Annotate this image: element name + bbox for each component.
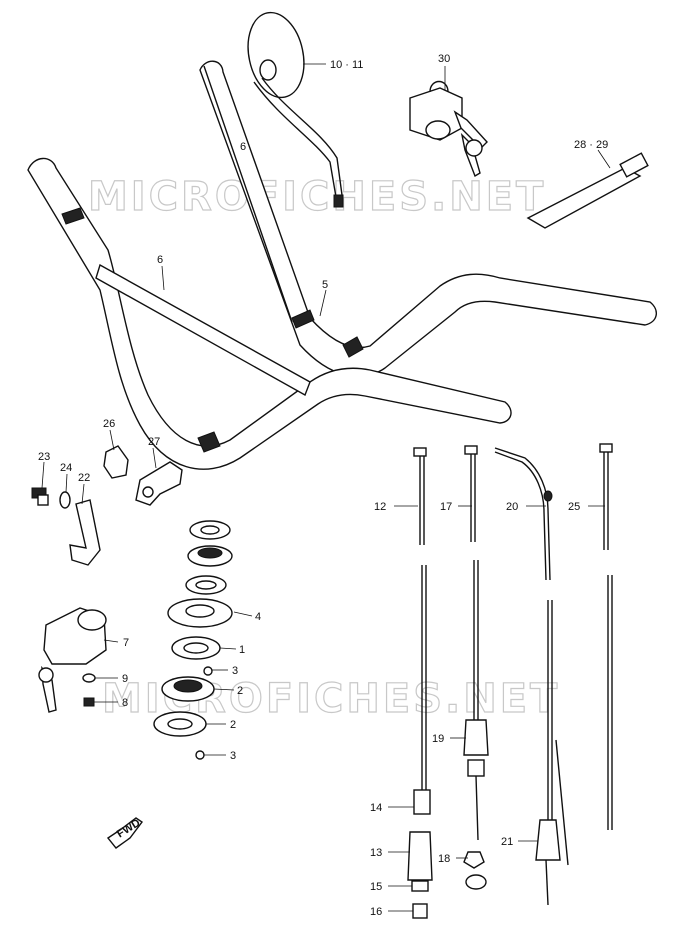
label-3b: 3 — [230, 750, 236, 762]
watermark-top: MICROFICHES.NET — [88, 174, 546, 220]
label-3a: 3 — [232, 665, 238, 677]
label-7: 7 — [123, 637, 129, 649]
tie-strap — [526, 152, 649, 229]
label-10-11: 10 · 11 — [330, 59, 363, 71]
label-19: 19 — [432, 733, 444, 745]
ignition-switch — [38, 607, 107, 713]
label-16: 16 — [370, 906, 382, 918]
lock-30 — [409, 80, 488, 178]
leader-lines — [41, 63, 611, 912]
bearing-stack — [153, 520, 233, 760]
label-24: 24 — [60, 462, 72, 474]
cables-lower — [407, 560, 613, 919]
label-13: 13 — [370, 847, 382, 859]
label-2a: 2 — [237, 685, 243, 697]
label-30: 30 — [438, 53, 450, 65]
handlebar-lower — [27, 157, 512, 470]
label-8: 8 — [122, 697, 128, 709]
label-26: 26 — [103, 418, 115, 430]
label-6: 6 — [157, 254, 163, 266]
label-20: 20 — [506, 501, 518, 513]
label-2b: 2 — [230, 719, 236, 731]
label-25: 25 — [568, 501, 580, 513]
label-14: 14 — [370, 802, 382, 814]
label-28-29: 28 · 29 — [574, 139, 608, 151]
label-27: 27 — [148, 436, 160, 448]
label-5: 5 — [322, 279, 328, 291]
fwd-arrow: FWD — [106, 817, 144, 849]
mirror — [247, 11, 344, 208]
label-23: 23 — [38, 451, 50, 463]
label-17: 17 — [440, 501, 452, 513]
small-parts-left — [31, 445, 183, 566]
label-22: 22 — [78, 472, 90, 484]
label-4: 4 — [255, 611, 261, 623]
cables-upper — [413, 443, 613, 581]
svg-text:6: 6 — [240, 141, 246, 153]
label-12: 12 — [374, 501, 386, 513]
part-labels: 10 · 11 30 28 · 29 6 5 26 27 23 24 22 4 … — [38, 53, 608, 918]
label-15: 15 — [370, 881, 382, 893]
label-21: 21 — [501, 836, 513, 848]
label-1: 1 — [239, 644, 245, 656]
label-9: 9 — [122, 673, 128, 685]
label-18: 18 — [438, 853, 450, 865]
